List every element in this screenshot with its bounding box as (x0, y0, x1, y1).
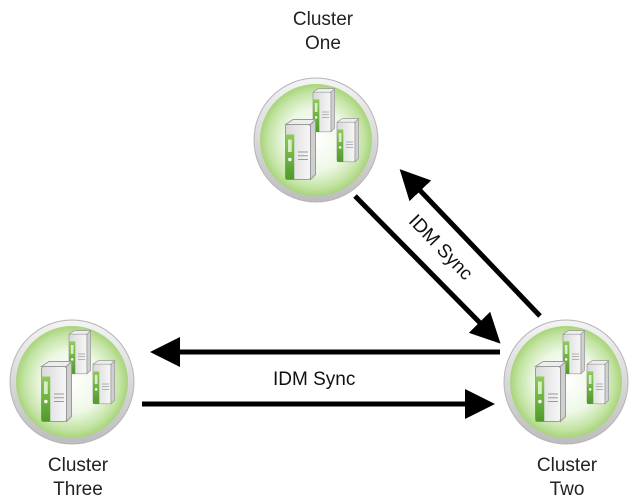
arrow-one-to-two (353, 194, 501, 344)
cluster-three-label-line1: Cluster (47, 455, 109, 476)
cluster-two-node (504, 320, 628, 444)
arrow-two-to-one (399, 169, 542, 318)
cluster-two-label: Cluster Two (497, 454, 633, 502)
cluster-two-label-line1: Cluster (536, 455, 598, 476)
cluster-one-label: Cluster One (253, 8, 393, 56)
cluster-three-label-line2: Three (53, 479, 103, 500)
cluster-one-label-line1: Cluster (292, 9, 354, 30)
cluster-one-node (254, 78, 378, 202)
sync-label-horizontal: IDM Sync (273, 369, 356, 390)
cluster-three-node (10, 320, 134, 444)
cluster-two-label-line2: Two (549, 479, 585, 500)
cluster-three-label: Cluster Three (8, 454, 148, 502)
cluster-one-label-line2: One (305, 33, 341, 54)
